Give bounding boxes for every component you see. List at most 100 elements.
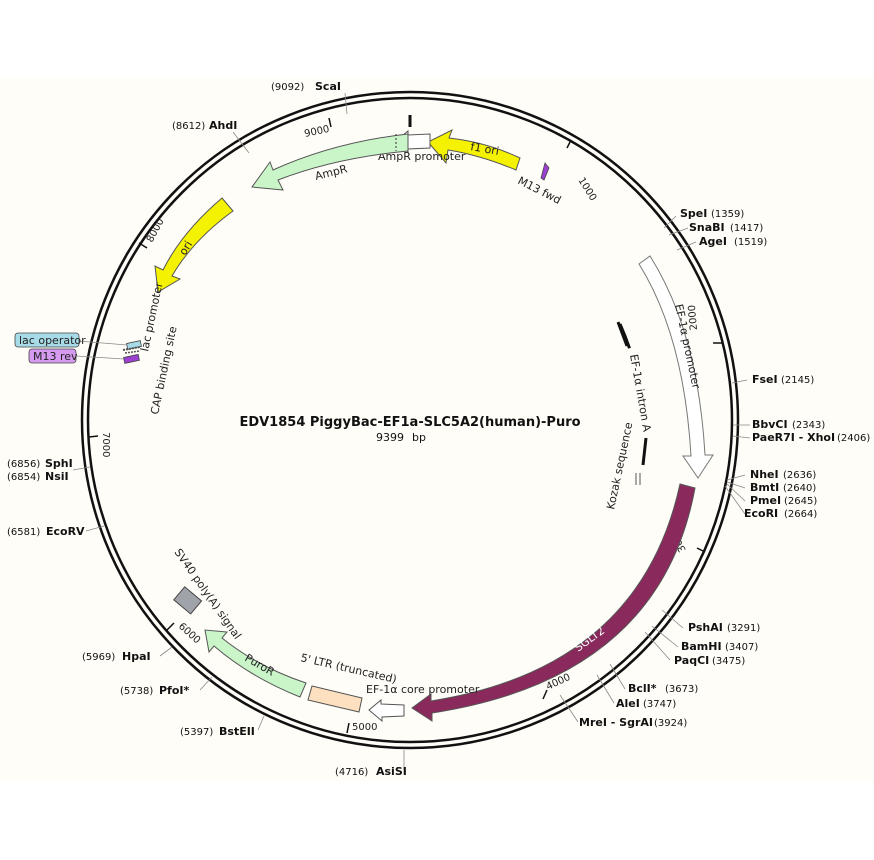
svg-text:M13 rev: M13 rev (33, 350, 78, 363)
svg-text:AsiSI: AsiSI (376, 765, 407, 778)
ltr-box (307, 685, 363, 713)
svg-text:(2640): (2640) (783, 483, 816, 494)
svg-text:bp: bp (412, 431, 426, 444)
kozak-label: Kozak sequence (604, 421, 635, 511)
m13-rev-marker (123, 353, 140, 364)
site-bcli: BclI*(3673) (628, 682, 698, 695)
svg-text:(6856): (6856) (7, 459, 40, 470)
intron-end-bar-1 (616, 321, 629, 347)
site-pmei: PmeI(2645) (750, 494, 817, 507)
svg-text:(2664): (2664) (784, 509, 817, 520)
svg-text:1000: 1000 (575, 176, 598, 203)
svg-text:SpeI: SpeI (680, 207, 707, 220)
plasmid-size: 9399 bp (376, 431, 426, 444)
ef1a-core-promoter-arrow (368, 698, 405, 723)
svg-text:(3291): (3291) (727, 623, 760, 634)
intron-end-bar-2 (641, 437, 648, 466)
plasmid-map-panel: 1000 2000 3000 4000 5000 6000 7000 8000 … (0, 78, 874, 781)
svg-text:(3747): (3747) (643, 699, 676, 710)
svg-text:NsiI: NsiI (45, 470, 69, 483)
svg-text:MreI - SgrAI: MreI - SgrAI (579, 716, 653, 729)
lac-operator-tag: lac operator (14, 332, 86, 348)
site-ahdi: (8612) AhdI (172, 119, 237, 132)
svg-text:5000: 5000 (352, 722, 377, 733)
site-alei: AleI(3747) (616, 697, 676, 710)
site-bmti: BmtI (2640) (750, 481, 816, 494)
site-bamhi: BamHI(3407) (681, 640, 758, 653)
lac-operator-marker (126, 340, 142, 350)
svg-text:(2636): (2636) (783, 470, 816, 481)
site-paer7i-xhoi: PaeR7I - XhoI(2406) (752, 431, 870, 444)
tick-7000: 7000 (88, 432, 111, 457)
site-nsii: (6854) NsiI (7, 470, 69, 483)
svg-text:2000: 2000 (687, 304, 700, 330)
m13-fwd-marker (540, 162, 550, 181)
svg-text:(3475): (3475) (712, 656, 745, 667)
plasmid-title: EDV1854 PiggyBac-EF1a-SLC5A2(human)-Puro (239, 415, 580, 430)
svg-text:(2343): (2343) (792, 420, 825, 431)
ampr-arrow (251, 133, 409, 191)
svg-text:(4716): (4716) (335, 767, 368, 778)
svg-text:PaqCI: PaqCI (674, 654, 709, 667)
svg-text:PshAI: PshAI (688, 621, 723, 634)
sglt2-arrow (411, 483, 696, 722)
backbone-inner (86, 96, 734, 744)
f1-ori-arrow (427, 128, 521, 171)
site-bbvci: BbvCI(2343) (752, 418, 825, 431)
ef1a-promoter-arrow (638, 255, 714, 479)
svg-text:(5969): (5969) (82, 652, 115, 663)
site-snabi: SnaBI(1417) (689, 221, 763, 234)
svg-text:BamHI: BamHI (681, 640, 722, 653)
svg-text:SphI: SphI (45, 457, 73, 470)
site-hpai: (5969)HpaI (82, 650, 151, 663)
tick-8000: 8000 (138, 217, 167, 249)
svg-text:BstEII: BstEII (219, 725, 255, 738)
site-nhei: NheI(2636) (750, 468, 816, 481)
svg-text:(5397): (5397) (180, 727, 213, 738)
backbone-outer (80, 90, 740, 750)
svg-text:BmtI: BmtI (750, 481, 779, 494)
svg-text:9399: 9399 (376, 431, 404, 444)
ltr-label: 5' LTR (truncated) (299, 651, 398, 686)
svg-text:EcoRI: EcoRI (744, 507, 778, 520)
svg-text:(3673): (3673) (665, 684, 698, 695)
lac-operator-leader (77, 340, 128, 346)
svg-text:AgeI: AgeI (699, 235, 727, 248)
tick-6000: 6000 (166, 621, 202, 646)
svg-text:(1359): (1359) (711, 209, 744, 220)
plasmid-map: 1000 2000 3000 4000 5000 6000 7000 8000 … (7, 80, 870, 778)
site-sphi: (6856) SphI (7, 457, 73, 470)
svg-text:EcoRV: EcoRV (46, 525, 85, 538)
lac-promoter-label: lac promoter (138, 281, 165, 353)
m13-rev-tag: M13 rev (28, 348, 78, 364)
site-asisi: (4716) AsiSI (335, 765, 407, 778)
svg-text:(3924): (3924) (654, 718, 687, 729)
f1-ori-label: f1 ori (469, 140, 500, 158)
site-mrei-sgrai: MreI - SgrAI(3924) (579, 716, 687, 729)
tick-2000: 2000 (687, 304, 722, 344)
site-agei: AgeI (1519) (699, 235, 767, 248)
sv40-polya-box (173, 586, 203, 615)
svg-text:AhdI: AhdI (209, 119, 237, 132)
svg-text:(1519): (1519) (734, 237, 767, 248)
svg-text:SnaBI: SnaBI (689, 221, 725, 234)
ori-label: ori (177, 239, 196, 258)
svg-text:AleI: AleI (616, 697, 640, 710)
site-pshai: PshAI (3291) (688, 621, 760, 634)
site-fsei: FseI(2145) (752, 373, 814, 386)
svg-text:(8612): (8612) (172, 121, 205, 132)
svg-text:FseI: FseI (752, 373, 778, 386)
cap-site-marker (124, 350, 141, 354)
svg-text:(6581): (6581) (7, 527, 40, 538)
svg-text:(2406): (2406) (837, 433, 870, 444)
ampr-promoter-label: AmpR promoter (378, 150, 466, 163)
svg-text:(6854): (6854) (7, 472, 40, 483)
svg-text:(2145): (2145) (781, 375, 814, 386)
svg-text:(2645): (2645) (784, 496, 817, 507)
svg-text:(9092): (9092) (271, 82, 304, 93)
svg-text:(5738): (5738) (120, 686, 153, 697)
puror-arrow (204, 629, 307, 698)
svg-text:6000: 6000 (176, 621, 202, 646)
site-leader-lines (72, 92, 751, 770)
ef1a-core-promoter-label: EF-1α core promoter (366, 683, 480, 696)
